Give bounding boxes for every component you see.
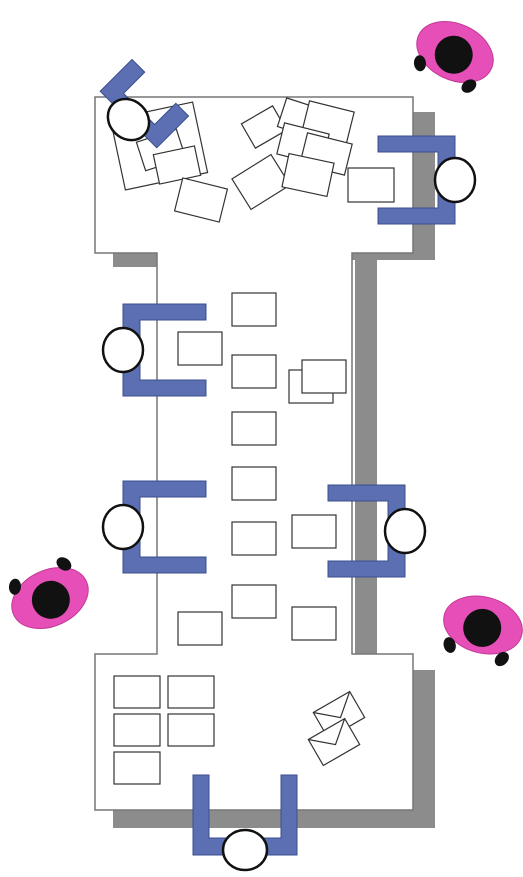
- paper: [178, 332, 222, 365]
- paper: [232, 355, 276, 388]
- paper: [232, 585, 276, 618]
- paper: [232, 412, 276, 445]
- paper: [302, 360, 346, 393]
- standing-person-mid-right: [435, 588, 523, 672]
- standing-person-top-right: [404, 10, 503, 101]
- paper: [292, 607, 336, 640]
- paper: [168, 714, 214, 746]
- paper: [232, 293, 276, 326]
- paper: [232, 467, 276, 500]
- paper: [114, 714, 160, 746]
- paper: [114, 676, 160, 708]
- paper: [178, 612, 222, 645]
- paper: [232, 522, 276, 555]
- paper: [114, 752, 160, 784]
- paper: [168, 676, 214, 708]
- standing-person-mid-left: [0, 549, 98, 640]
- paper: [348, 168, 394, 202]
- paper: [292, 515, 336, 548]
